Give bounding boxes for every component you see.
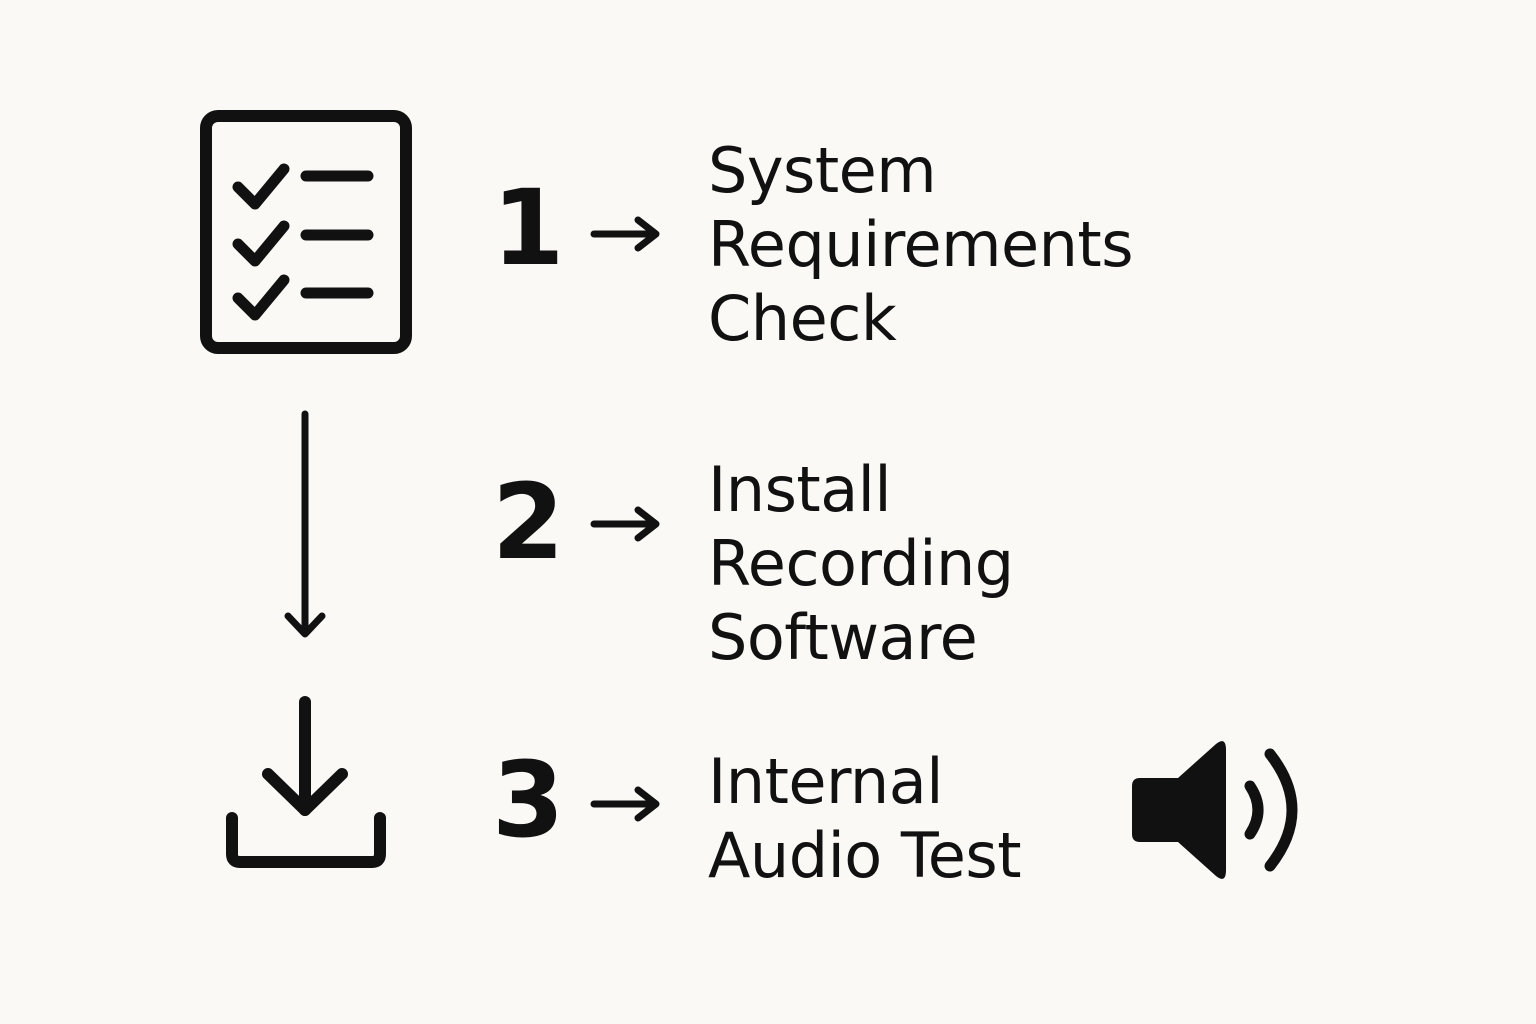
right-arrow-icon — [590, 214, 666, 258]
step-label-line: Internal — [708, 745, 943, 818]
speaker-icon — [1128, 736, 1312, 884]
right-arrow-icon — [590, 784, 666, 828]
down-arrow-icon — [280, 408, 330, 642]
step-label-line: Software — [708, 601, 978, 674]
step-label-line: Recording — [708, 527, 1014, 600]
step-number-1: 1 — [492, 167, 564, 289]
download-icon — [222, 694, 390, 874]
checklist-icon — [200, 110, 412, 354]
step-label-line: Install — [708, 453, 892, 526]
step-label-line: Check — [708, 282, 897, 355]
step-label-1: System Requirements Check — [708, 134, 1134, 356]
step-label-3: Internal Audio Test — [708, 745, 1022, 893]
step-label-line: System — [708, 134, 937, 207]
right-arrow-icon — [590, 504, 666, 548]
step-label-line: Requirements — [708, 208, 1134, 281]
step-label-line: Audio Test — [708, 819, 1022, 892]
step-number-3: 3 — [492, 739, 564, 861]
step-label-2: Install Recording Software — [708, 453, 1014, 675]
step-number-2: 2 — [492, 461, 564, 583]
